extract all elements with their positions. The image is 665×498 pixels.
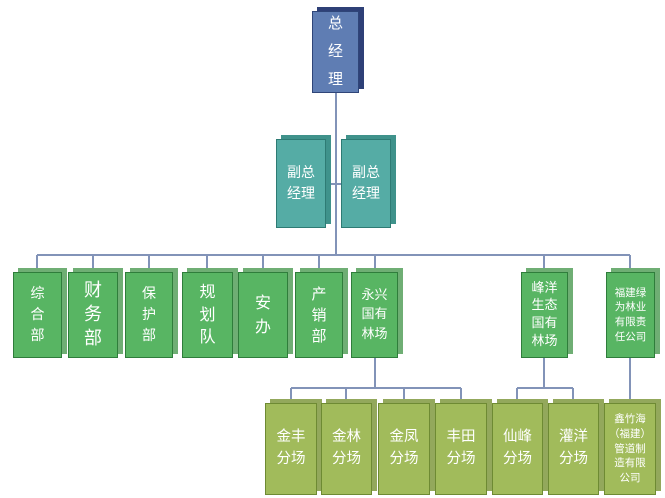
connector-level3-drops — [36, 255, 631, 272]
node-fengyang-eco-forest-farm: 峰洋 生态 国有 林场 — [521, 272, 568, 358]
connector-fengyang-branch — [516, 357, 574, 403]
connector-yongxing-branch — [290, 357, 462, 403]
node-dept-anban: 安 办 — [238, 272, 288, 358]
node-dept-guihua: 规 划 队 — [182, 272, 233, 358]
node-fujian-luwei-forestry-co: 福建绿 为林业 有限责 任公司 — [606, 272, 655, 358]
node-xinzhuhai-pipe-co: 鑫竹海 （福建） 管道制 造有限 公司 — [604, 403, 656, 495]
node-dept-chanxiao: 产 销 部 — [295, 272, 343, 358]
node-branch-fengtian: 丰田 分场 — [435, 403, 487, 495]
node-dept-baohu: 保 护 部 — [125, 272, 173, 358]
node-branch-jinlin: 金林 分场 — [321, 403, 372, 495]
node-dept-caiwu: 财 务 部 — [68, 272, 118, 358]
node-deputy-manager-2: 副总 经理 — [341, 139, 391, 228]
node-deputy-manager-1: 副总 经理 — [276, 139, 326, 228]
node-dept-zonghe: 综 合 部 — [13, 272, 62, 358]
node-general-manager: 总 经 理 — [312, 11, 359, 93]
node-branch-xianfeng: 仙峰 分场 — [492, 403, 543, 495]
node-yongxing-forest-farm: 永兴 国有 林场 — [351, 272, 398, 358]
node-branch-guanyang: 灌洋 分场 — [548, 403, 599, 495]
node-branch-jinfeng: 金丰 分场 — [265, 403, 317, 495]
node-branch-jinfeng2: 金凤 分场 — [378, 403, 430, 495]
